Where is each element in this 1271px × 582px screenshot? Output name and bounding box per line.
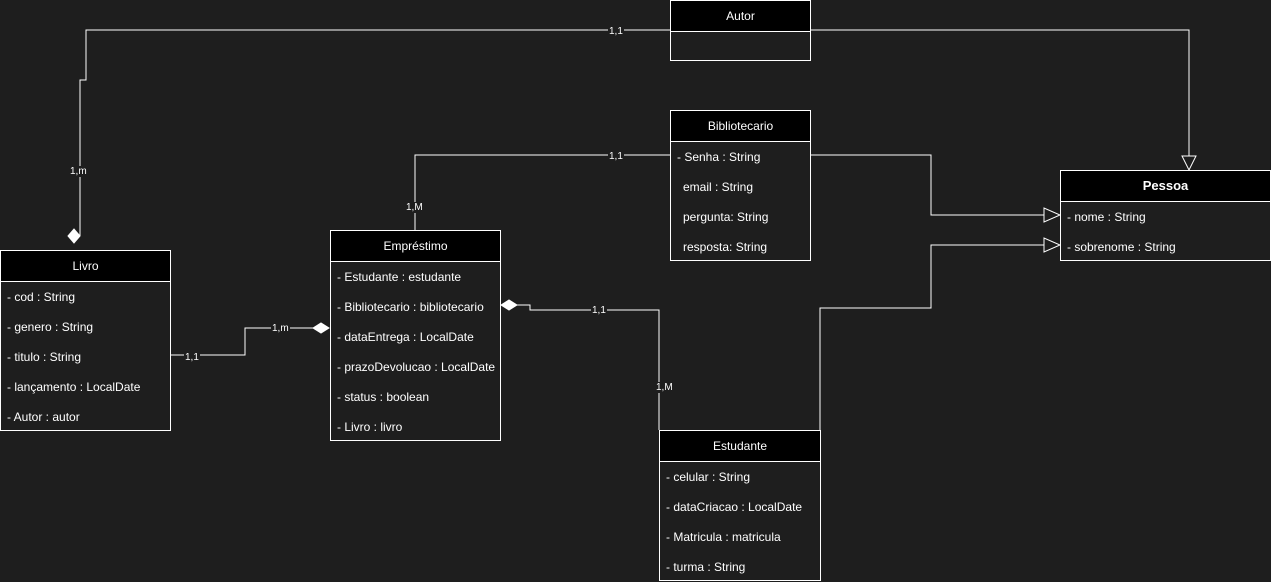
mult-livro-emp-right: 1,m: [271, 323, 290, 334]
mult-biblio-emp-bottom: 1,M: [405, 202, 424, 213]
inheritance-arrow-estudante: [1043, 237, 1062, 253]
attr-email: email : String: [683, 180, 754, 194]
attr-titulo: - titulo : String: [7, 350, 82, 364]
attr-livro: - Livro : livro: [337, 420, 403, 434]
class-estudante-title: Estudante: [660, 431, 820, 462]
composition-diamond-livro: [67, 228, 81, 244]
attr-autor: - Autor : autor: [7, 410, 80, 424]
mult-autor-livro-top: 1,1: [608, 26, 624, 37]
attr-resposta: resposta: String: [683, 240, 768, 254]
edge-autor-pessoa: [810, 29, 1190, 156]
attr-celular: - celular : String: [666, 470, 751, 484]
attr-data-entrega: - dataEntrega : LocalDate: [337, 330, 474, 344]
composition-diamond-emprestimo-left: [312, 322, 330, 334]
attr-status: - status : boolean: [337, 390, 430, 404]
class-autor[interactable]: Autor: [670, 0, 811, 61]
class-pessoa[interactable]: Pessoa - nome : String - sobrenome : Str…: [1060, 170, 1271, 261]
inheritance-arrow-biblio: [1043, 207, 1062, 223]
edge-autor-livro: [79, 29, 670, 236]
attr-prazo-devolucao: - prazoDevolucao : LocalDate: [337, 360, 496, 374]
mult-biblio-emp-top: 1,1: [608, 151, 624, 162]
edge-estudante-pessoa: [819, 244, 1044, 430]
class-emprestimo-title: Empréstimo: [331, 231, 500, 262]
attr-lancamento: - lançamento : LocalDate: [7, 380, 141, 394]
attr-matricula: - Matricula : matricula: [666, 530, 781, 544]
attr-senha: - Senha : String: [677, 150, 761, 164]
mult-livro-emp-left: 1,1: [184, 352, 200, 363]
attr-cod: - cod : String: [7, 290, 76, 304]
attr-genero: - genero : String: [7, 320, 94, 334]
attr-sobrenome: - sobrenome : String: [1067, 240, 1176, 254]
edge-biblio-pessoa: [810, 154, 1044, 216]
class-emprestimo[interactable]: Empréstimo - Estudante : estudante - Bib…: [330, 230, 501, 441]
attr-bibliotecario: - Bibliotecario : bibliotecario: [337, 300, 484, 314]
mult-emp-est-top: 1,1: [591, 305, 607, 316]
attr-turma: - turma : String: [666, 560, 746, 574]
mult-autor-livro-bottom: 1,m: [69, 166, 88, 177]
class-estudante[interactable]: Estudante - celular : String - dataCriac…: [659, 430, 821, 581]
class-pessoa-title: Pessoa: [1061, 171, 1270, 202]
class-livro[interactable]: Livro - cod : String - genero : String -…: [0, 250, 171, 431]
edge-biblio-emprestimo: [414, 154, 670, 230]
attr-nome: - nome : String: [1067, 210, 1146, 224]
class-livro-title: Livro: [1, 251, 170, 282]
composition-diamond-emprestimo-right: [500, 299, 518, 311]
edge-livro-emprestimo: [170, 327, 313, 356]
edge-emprestimo-estudante: [517, 304, 660, 430]
class-bibliotecario-title: Bibliotecario: [671, 111, 810, 142]
mult-emp-est-bottom: 1,M: [655, 382, 674, 393]
class-autor-title: Autor: [671, 1, 810, 32]
inheritance-arrow-autor: [1181, 155, 1197, 172]
attr-estudante: - Estudante : estudante: [337, 270, 462, 284]
attr-pergunta: pergunta: String: [683, 210, 769, 224]
attr-data-criacao: - dataCriacao : LocalDate: [666, 500, 803, 514]
class-bibliotecario[interactable]: Bibliotecario - Senha : String email : S…: [670, 110, 811, 261]
